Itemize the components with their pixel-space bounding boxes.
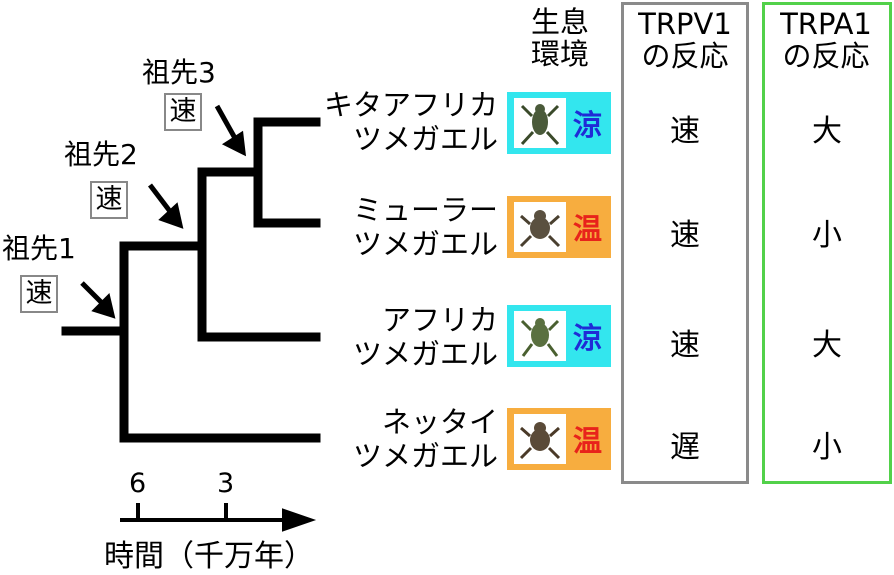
species-name-kita-africa: キタアフリカ ツメガエル xyxy=(298,88,498,156)
trpv1-header-line1: TRPV1 xyxy=(638,7,732,41)
trpa1-value: 大 xyxy=(812,114,842,149)
species-name-muller: ミューラー ツメガエル xyxy=(298,193,498,261)
trpv1-value: 遅 xyxy=(670,430,700,465)
species-name-line2: ツメガエル xyxy=(352,122,498,156)
trpv1-header-line2: の反応 xyxy=(641,39,729,73)
arrow-head-ancestor3 xyxy=(221,130,247,157)
trpa1-column-frame xyxy=(762,2,892,484)
habitat-cell-cool: 涼 xyxy=(507,305,611,367)
habitat-header: 生息 環境 xyxy=(515,6,605,70)
habitat-header-line1: 生息 xyxy=(530,5,589,39)
frog-photo xyxy=(514,414,566,464)
frog-photo xyxy=(514,98,566,148)
ancestor2-speed-badge: 速 xyxy=(90,181,128,219)
arrow-ancestor3 xyxy=(214,104,239,142)
trpa1-value: 小 xyxy=(812,430,842,465)
species-name-line1: ミューラー xyxy=(352,193,498,227)
habitat-value: 温 xyxy=(573,424,603,458)
ancestor3-speed-badge: 速 xyxy=(164,93,202,131)
habitat-value: 涼 xyxy=(573,321,603,355)
species-name-africa: アフリカ ツメガエル xyxy=(298,303,498,371)
habitat-value: 温 xyxy=(573,212,603,246)
frog-icon xyxy=(520,318,560,357)
frog-photo xyxy=(514,311,566,361)
habitat-cell-cool: 涼 xyxy=(507,92,611,154)
species-name-line2: ツメガエル xyxy=(352,439,498,473)
species-name-line1: アフリカ xyxy=(381,303,498,337)
species-name-nettai: ネッタイ ツメガエル xyxy=(298,405,498,473)
trpv1-header: TRPV1 の反応 xyxy=(621,8,749,72)
arrow-head-ancestor1 xyxy=(91,293,116,319)
species-name-line2: ツメガエル xyxy=(352,227,498,261)
trpa1-value: 大 xyxy=(812,328,842,363)
trpv1-value: 速 xyxy=(670,328,700,363)
habitat-cell-warm: 温 xyxy=(507,408,611,470)
ancestor1-speed-badge: 速 xyxy=(20,275,58,313)
habitat-value: 涼 xyxy=(573,108,603,142)
trpa1-value: 小 xyxy=(812,218,842,253)
frog-icon xyxy=(520,104,560,146)
frog-photo xyxy=(514,202,566,252)
trpa1-header-line1: TRPA1 xyxy=(780,7,872,41)
trpv1-value: 速 xyxy=(670,218,700,253)
trpv1-column-frame xyxy=(621,2,749,484)
trpv1-value: 速 xyxy=(670,114,700,149)
arrow-ancestor1 xyxy=(80,281,106,307)
species-name-line1: キタアフリカ xyxy=(323,88,498,122)
ancestor2-label: 祖先2 xyxy=(64,138,138,171)
arrow-head-ancestor2 xyxy=(158,202,184,229)
species-name-line1: ネッタイ xyxy=(381,405,498,439)
species-name-line2: ツメガエル xyxy=(352,337,498,371)
frog-icon xyxy=(519,210,561,248)
time-axis-arrowhead xyxy=(282,508,317,532)
time-axis-label: 時間（千万年） xyxy=(104,539,314,574)
trpa1-header: TRPA1 の反応 xyxy=(762,8,890,72)
habitat-cell-warm: 温 xyxy=(507,196,611,258)
habitat-header-line2: 環境 xyxy=(530,37,589,71)
trpa1-header-line2: の反応 xyxy=(782,39,870,73)
arrow-ancestor2 xyxy=(148,183,174,216)
ancestor3-label: 祖先3 xyxy=(142,56,216,89)
ancestor1-label: 祖先1 xyxy=(2,232,76,265)
frog-icon xyxy=(519,422,561,460)
time-tick-label-3: 3 xyxy=(217,468,235,499)
time-tick-label-6: 6 xyxy=(129,468,147,499)
